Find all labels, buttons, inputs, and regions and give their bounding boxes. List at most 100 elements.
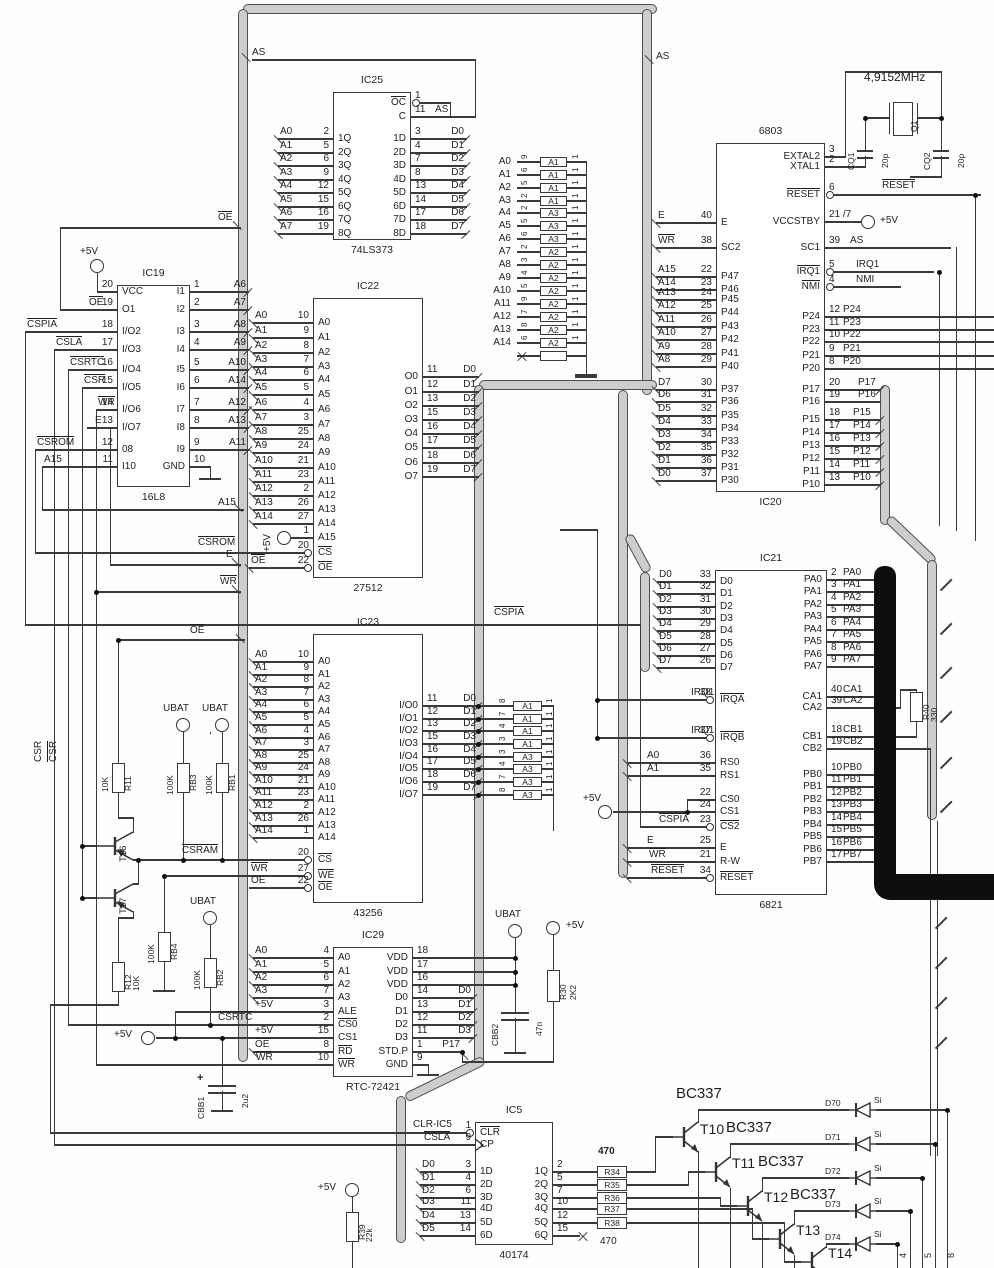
wire xyxy=(875,1143,936,1145)
label-text: P17 xyxy=(858,377,876,388)
label-text: CA2 xyxy=(843,695,863,706)
inverted-pin-bubble xyxy=(826,283,834,291)
pin-inner-label: A3 xyxy=(318,694,330,705)
pin-wire xyxy=(422,376,479,378)
label-text: 21 xyxy=(297,455,309,466)
pin-signal-label: A12 xyxy=(186,397,246,408)
label-text: 29 xyxy=(700,354,712,365)
wire xyxy=(955,247,957,531)
pin-wire xyxy=(826,811,876,813)
label-text: 13 xyxy=(829,472,841,483)
pin-wire xyxy=(826,591,876,593)
junction-dot xyxy=(475,716,481,722)
label-text: A1 xyxy=(522,739,533,749)
label-text: 5 xyxy=(303,382,309,393)
label-text: NMI xyxy=(856,274,875,285)
pin-inner-label: CS xyxy=(318,853,332,865)
pin-number: 9 xyxy=(417,1052,423,1063)
pin-inner-label: A15 xyxy=(318,532,336,543)
net-label: OE xyxy=(218,211,233,223)
inverted-pin-bubble xyxy=(304,549,312,557)
pin-wire xyxy=(826,579,876,581)
pin-number: 2 xyxy=(279,800,309,811)
label-text: I/O5 xyxy=(122,382,141,393)
resnet-pin: 4 xyxy=(519,271,530,275)
label-text: P43 xyxy=(721,321,739,332)
pin-number: 18 xyxy=(427,769,438,780)
resnet-net: A2 xyxy=(540,325,567,336)
label-text: AS xyxy=(850,235,864,246)
pin-signal-label: AS xyxy=(435,104,448,115)
pin-number: 2 xyxy=(831,567,837,578)
wire xyxy=(221,792,223,861)
pin-signal-label: P10 xyxy=(853,472,871,483)
label-text: A8 xyxy=(233,319,246,330)
pin-wire xyxy=(422,447,479,449)
pin-wire xyxy=(824,401,881,403)
wire xyxy=(516,329,541,331)
label-text: A2 xyxy=(318,681,331,692)
label-text: A2 xyxy=(548,273,559,283)
pin-wire xyxy=(422,705,479,707)
wire xyxy=(761,1177,849,1179)
ground-stem xyxy=(585,367,587,375)
pin-wire xyxy=(252,825,314,827)
ic-box-IC29 xyxy=(333,947,413,1077)
label-text: I3 xyxy=(176,326,185,337)
label-text: D4 xyxy=(451,180,464,191)
pin-number: 9 xyxy=(299,167,329,178)
label-text: A8 xyxy=(318,757,331,768)
ic-title-IC5: IC5 xyxy=(475,1105,553,1116)
pin-wire xyxy=(656,618,716,620)
label-text: 17 xyxy=(427,756,439,767)
label-text: 16L8 xyxy=(141,491,166,503)
pin-inner-label: 1Q xyxy=(338,133,351,144)
label-text: 24 xyxy=(700,287,712,298)
pin-signal-label: A12 xyxy=(255,483,273,494)
pin-inner-label: A10 xyxy=(318,462,336,473)
wire xyxy=(729,1143,849,1145)
pin-wire xyxy=(826,641,876,643)
pin-signal-label: A8 xyxy=(186,319,246,330)
pin-number: 26 xyxy=(682,314,712,325)
label-text: 13 xyxy=(415,180,427,191)
label-text: 23 xyxy=(700,277,712,288)
pin-signal-label: A0 xyxy=(280,126,292,137)
pin-inner-label: 3Q xyxy=(338,160,351,171)
label-text: 9 xyxy=(194,437,200,448)
pin-wire xyxy=(252,337,314,339)
pin-inner-label: D5 xyxy=(720,638,733,649)
label-text: 35 xyxy=(700,442,712,453)
label-text: 22 xyxy=(297,875,309,886)
transistor-label: T14 xyxy=(828,1246,852,1260)
pin-number: 38 xyxy=(682,235,712,246)
pin-inner-label: P35 xyxy=(721,410,739,421)
pin-number: 7 xyxy=(279,354,309,365)
pin-inner-label: CA1 xyxy=(752,691,822,702)
label-text: 19 xyxy=(101,297,113,308)
label-text: A12 xyxy=(318,490,336,501)
bus-tube xyxy=(880,385,890,525)
label-text: 36 xyxy=(700,455,712,466)
label-text: 3 xyxy=(520,257,529,262)
pin-signal-label: PA3 xyxy=(843,604,861,615)
pin-inner-label: P13 xyxy=(750,440,820,451)
pin-inner-label: IRQ1 xyxy=(750,265,820,277)
pin-signal-label: D3 xyxy=(404,167,464,178)
label-text: A3 xyxy=(548,221,559,231)
pin-wire xyxy=(412,1011,474,1013)
pin-wire xyxy=(655,326,717,328)
net-label: CSR xyxy=(47,740,59,762)
label-text: D2 xyxy=(658,442,671,453)
label-text: 4 xyxy=(498,723,507,728)
pin-number: 6 xyxy=(194,375,200,386)
label-text: D6 xyxy=(463,450,476,461)
pin-inner-label: VDD xyxy=(338,979,408,990)
resnet-signal: A2 xyxy=(481,182,511,193)
label-text: CLR xyxy=(480,1126,501,1138)
label-text: A2 xyxy=(548,325,559,335)
label-text: CSLA xyxy=(56,336,83,348)
label-text: A8 xyxy=(658,354,671,365)
pin-number: 5 xyxy=(557,1172,563,1183)
resnet-net: A3 xyxy=(513,790,542,801)
